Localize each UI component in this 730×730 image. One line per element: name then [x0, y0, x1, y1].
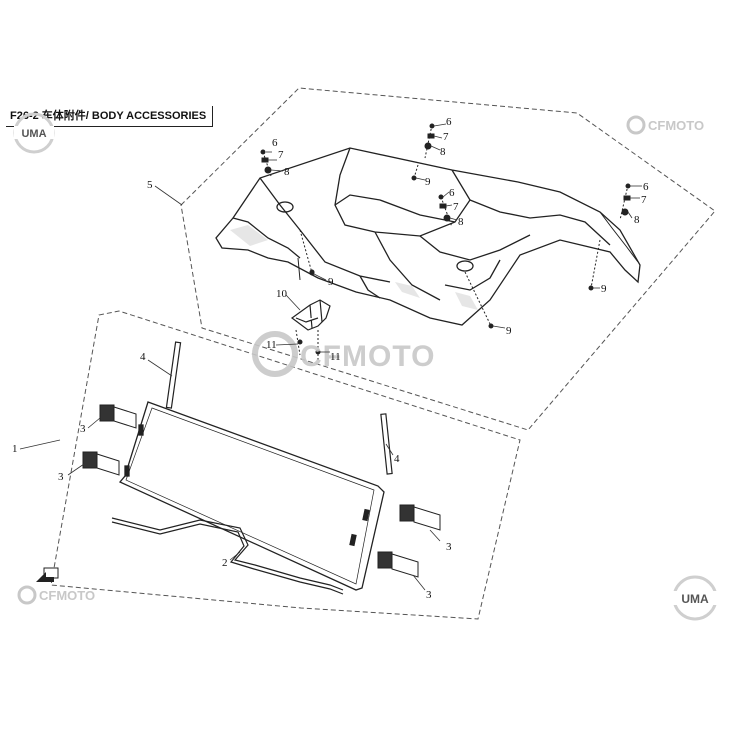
- seal-strip: [111, 517, 344, 595]
- callout-1: 1: [12, 443, 18, 455]
- callout-3-upper-left: 3: [80, 423, 86, 435]
- uma-logo-bottom-right: UMA: [672, 575, 718, 621]
- screw-9-points: [299, 164, 601, 329]
- callout-9-top: 9: [425, 176, 431, 188]
- callout-2: 2: [222, 557, 228, 569]
- callout-10: 10: [276, 288, 288, 300]
- windshield-panel: [118, 401, 385, 591]
- clamp-upper-left: [99, 404, 137, 429]
- callout-6-top: 6: [446, 116, 452, 128]
- windshield-group-outline: [50, 310, 521, 620]
- callout-4-lower: 4: [394, 453, 400, 465]
- callout-8-top: 8: [440, 146, 446, 158]
- callout-9-right: 9: [601, 283, 607, 295]
- callout-3-lower-left: 3: [58, 471, 64, 483]
- callout-9-bottom: 9: [506, 325, 512, 337]
- callout-4-upper: 4: [140, 351, 146, 363]
- fastener-stack-middle: [438, 194, 453, 228]
- uma-logo-top-left-text: UMA: [21, 128, 46, 140]
- leader-lines: [19, 123, 642, 591]
- callout-labels: 5 1 4 4 3 3 3 3 2 10 11 11 6 7 8 6 7 8 9…: [12, 116, 649, 601]
- diagram-title: F26-2 车体附件/ BODY ACCESSORIES: [6, 106, 214, 127]
- callout-6-left: 6: [272, 137, 278, 149]
- roof-panel: [215, 147, 641, 326]
- uma-logo-bottom-right-text: UMA: [681, 592, 709, 606]
- callout-7-left: 7: [278, 149, 284, 161]
- roof-shading: [230, 225, 478, 310]
- diagram-title-text: F26-2 车体附件/ BODY ACCESSORIES: [10, 110, 207, 122]
- fastener-stack-right: [619, 183, 631, 221]
- cfmoto-center-watermark-text: CFMOTO: [300, 340, 435, 373]
- mounting-bracket: [290, 299, 331, 331]
- callout-3-upper-right: 3: [446, 541, 452, 553]
- clamps: [82, 404, 441, 578]
- callout-8-left: 8: [284, 166, 290, 178]
- callout-7-right: 7: [641, 194, 647, 206]
- callout-11-right: 11: [330, 351, 341, 363]
- callout-3-lower-right: 3: [426, 589, 432, 601]
- callout-7-middle: 7: [453, 201, 459, 213]
- support-rods: [165, 341, 393, 475]
- callout-6-middle: 6: [449, 187, 455, 199]
- callout-11-left: 11: [266, 339, 277, 351]
- callout-9-left: 9: [328, 276, 334, 288]
- callout-5: 5: [147, 179, 153, 191]
- callout-6-right: 6: [643, 181, 649, 193]
- callout-8-middle: 8: [458, 216, 464, 228]
- callout-7-top: 7: [443, 131, 449, 143]
- callout-8-right: 8: [634, 214, 640, 226]
- cfmoto-logo-top-right-text: CFMOTO: [648, 118, 704, 133]
- fastener-stacks: [260, 123, 631, 329]
- bracket-screws: [295, 329, 321, 360]
- uma-logo-top-left: UMA: [13, 112, 55, 154]
- cfmoto-center-watermark: CFMOTO: [252, 331, 435, 377]
- fastener-stack-left: [260, 149, 272, 177]
- clamp-upper-right: [399, 504, 441, 531]
- front-direction-icon: [36, 567, 59, 582]
- cfmoto-logo-top-right: CFMOTO: [626, 115, 704, 135]
- clamp-lower-right: [377, 551, 419, 578]
- clamp-lower-left: [82, 451, 120, 476]
- roof-group-outline: [180, 87, 716, 431]
- cfmoto-logo-bottom-left: CFMOTO: [17, 585, 95, 605]
- cfmoto-logo-bottom-left-text: CFMOTO: [39, 588, 95, 603]
- fastener-stack-top: [424, 123, 435, 159]
